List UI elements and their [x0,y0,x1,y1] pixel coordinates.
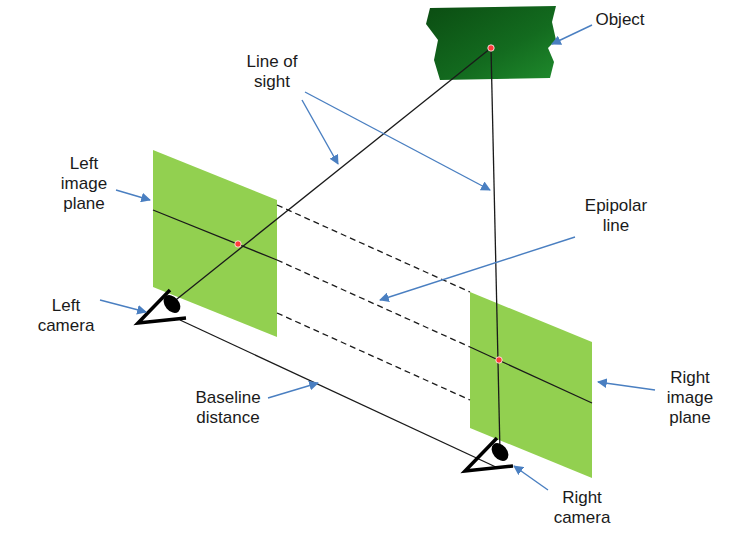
part-label: Left image plane [55,154,113,214]
part-label: Left camera [32,296,100,336]
right-camera-symbol [465,438,513,471]
epipolar-line [153,210,277,260]
left-image-plane [153,150,277,337]
baseline [180,320,498,468]
leader-arrow [100,25,655,490]
part-label: Right image plane [661,368,719,428]
part-label: Baseline distance [187,388,269,428]
part-label: Line of sight [238,52,306,92]
epipolar-line [470,347,592,403]
epipolar-dashes [277,205,470,400]
line-of-sight [172,48,491,303]
line-of-sight [491,48,500,452]
left-camera-symbol [138,290,186,323]
part-label: Epipolar line [576,196,656,236]
part-label: Right camera [548,488,616,528]
right-image-plane [470,292,592,478]
part-label: Object [585,10,655,30]
point-marker [235,45,502,363]
